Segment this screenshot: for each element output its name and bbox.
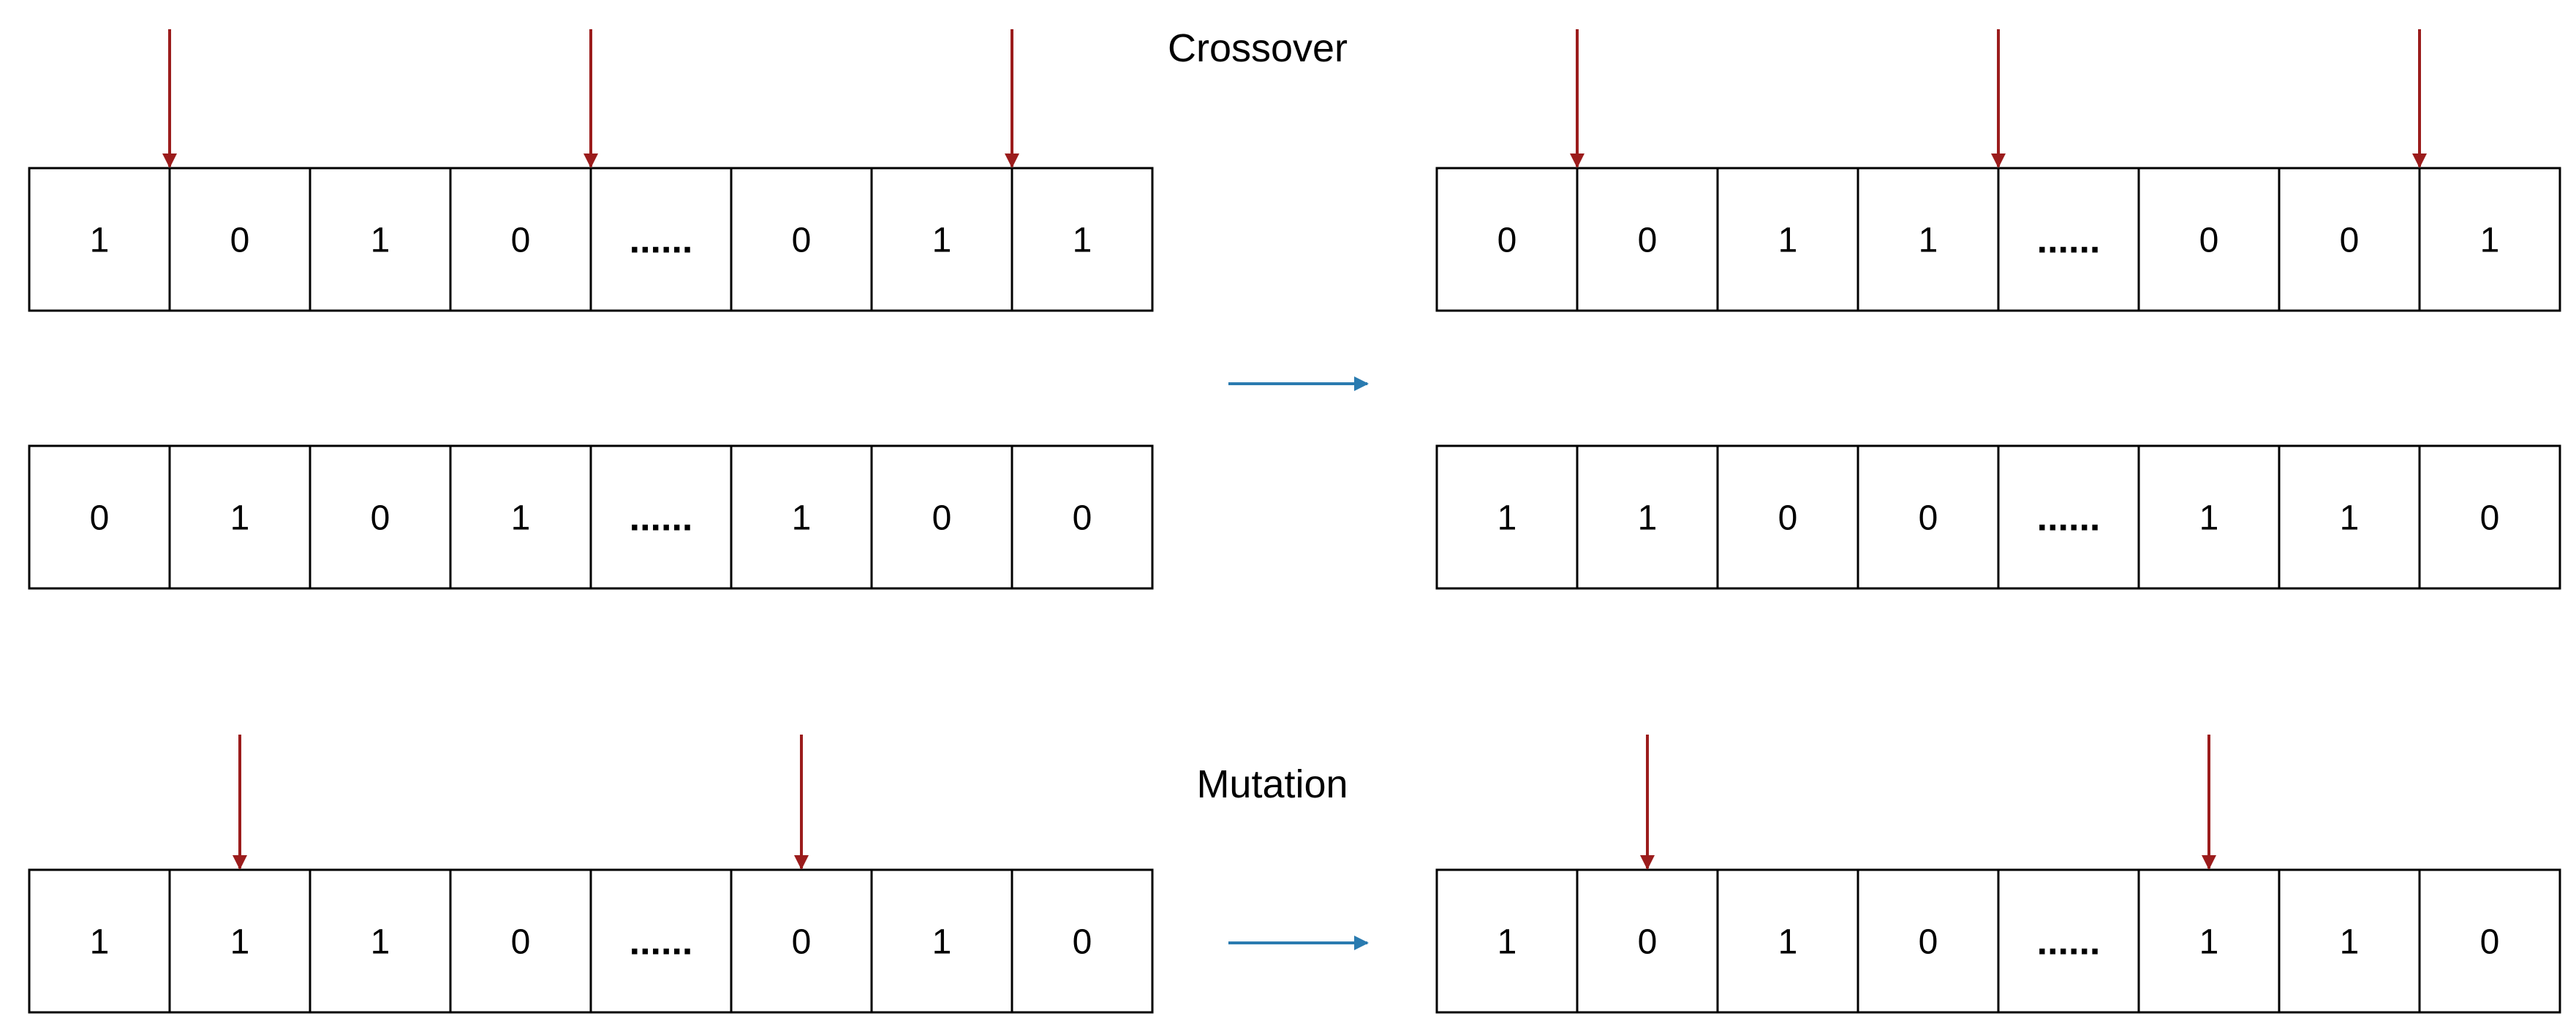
gene-cell <box>1716 868 1859 1014</box>
gene-value: 0 <box>932 499 952 538</box>
ellipsis-gene: ...... <box>2037 219 2101 262</box>
gene-value: 1 <box>230 923 250 962</box>
offspring-1-strip: 0 0 1 1...... 0 0 1 <box>1435 167 2561 312</box>
offspring-2-strip: 1 1 0 0...... 1 1 0 <box>1435 444 2561 590</box>
ellipsis-gene: ...... <box>630 219 693 262</box>
gene-cell <box>309 444 452 590</box>
gene-value: 0 <box>230 221 250 260</box>
gene-cell <box>589 444 733 590</box>
parent-1-strip: 1 0 1 0...... 0 1 1 <box>28 167 1154 312</box>
mutation-title: Mutation <box>1196 762 1348 806</box>
gene-value: 0 <box>1778 499 1798 538</box>
gene-value: 1 <box>2480 221 2500 260</box>
gene-cell <box>168 868 311 1014</box>
ellipsis-gene: ...... <box>2037 921 2101 963</box>
gene-cell <box>730 444 873 590</box>
gene-cell <box>870 167 1013 312</box>
gene-value: 1 <box>90 923 110 962</box>
gene-value: 1 <box>90 221 110 260</box>
gene-value: 1 <box>2199 499 2219 538</box>
ellipsis-gene: ...... <box>2037 497 2101 539</box>
gene-value: 0 <box>1073 923 1092 962</box>
mutation-before-strip: 1 1 1 0...... 0 1 0 <box>28 868 1154 1014</box>
gene-cell <box>449 167 592 312</box>
gene-value: 0 <box>511 221 531 260</box>
gene-cell <box>449 868 592 1014</box>
gene-value: 1 <box>1778 923 1798 962</box>
gene-cell <box>589 167 733 312</box>
gene-value: 0 <box>90 499 110 538</box>
gene-cell <box>1716 444 1859 590</box>
gene-value: 1 <box>1919 221 1938 260</box>
gene-value: 1 <box>932 221 952 260</box>
gene-cell <box>730 868 873 1014</box>
gene-value: 0 <box>2199 221 2219 260</box>
gene-value: 0 <box>792 221 812 260</box>
gene-cell <box>28 444 171 590</box>
parent-2-strip: 0 1 0 1...... 1 0 0 <box>28 444 1154 590</box>
gene-cell <box>589 868 733 1014</box>
gene-value: 0 <box>1073 499 1092 538</box>
gene-cell <box>168 444 311 590</box>
gene-value: 0 <box>1638 221 1658 260</box>
gene-cell <box>2278 868 2421 1014</box>
gene-cell <box>1857 868 2000 1014</box>
gene-value: 1 <box>792 499 812 538</box>
gene-cell <box>1997 444 2140 590</box>
gene-cell <box>28 868 171 1014</box>
gene-cell <box>2278 444 2421 590</box>
gene-cell <box>1576 868 1719 1014</box>
gene-value: 0 <box>2480 923 2500 962</box>
gene-cell <box>2418 444 2561 590</box>
ellipsis-gene: ...... <box>630 921 693 963</box>
gene-cell <box>449 444 592 590</box>
gene-cell <box>2137 444 2281 590</box>
gene-cell <box>1011 167 1154 312</box>
gene-value: 0 <box>371 499 390 538</box>
gene-value: 0 <box>2340 221 2360 260</box>
gene-value: 1 <box>230 499 250 538</box>
gene-cell <box>1576 167 1719 312</box>
gene-cell <box>1435 167 1579 312</box>
gene-cell <box>870 868 1013 1014</box>
gene-cell <box>2137 868 2281 1014</box>
gene-value: 1 <box>1497 499 1517 538</box>
gene-cell <box>2418 868 2561 1014</box>
gene-cell <box>2278 167 2421 312</box>
gene-value: 1 <box>1497 923 1517 962</box>
gene-cell <box>28 167 171 312</box>
gene-value: 0 <box>1497 221 1517 260</box>
gene-value: 1 <box>1638 499 1658 538</box>
gene-value: 1 <box>371 923 390 962</box>
gene-cell <box>1576 444 1719 590</box>
gene-cell <box>2418 167 2561 312</box>
gene-cell <box>1997 167 2140 312</box>
gene-value: 1 <box>2340 499 2360 538</box>
gene-value: 0 <box>792 923 812 962</box>
gene-value: 0 <box>1919 923 1938 962</box>
gene-value: 0 <box>511 923 531 962</box>
ellipsis-gene: ...... <box>630 497 693 539</box>
gene-value: 0 <box>1919 499 1938 538</box>
gene-cell <box>1997 868 2140 1014</box>
gene-value: 1 <box>511 499 531 538</box>
gene-value: 0 <box>2480 499 2500 538</box>
mutation-after-strip: 1 0 1 0...... 1 1 0 <box>1435 868 2561 1014</box>
gene-cell <box>309 868 452 1014</box>
gene-value: 1 <box>2340 923 2360 962</box>
gene-value: 1 <box>1778 221 1798 260</box>
gene-cell <box>1011 444 1154 590</box>
gene-value: 1 <box>371 221 390 260</box>
gene-value: 1 <box>932 923 952 962</box>
gene-value: 1 <box>1073 221 1092 260</box>
crossover-title: Crossover <box>1167 26 1348 70</box>
gene-value: 1 <box>2199 923 2219 962</box>
gene-cell <box>730 167 873 312</box>
gene-value: 0 <box>1638 923 1658 962</box>
gene-cell <box>1857 444 2000 590</box>
gene-cell <box>1011 868 1154 1014</box>
